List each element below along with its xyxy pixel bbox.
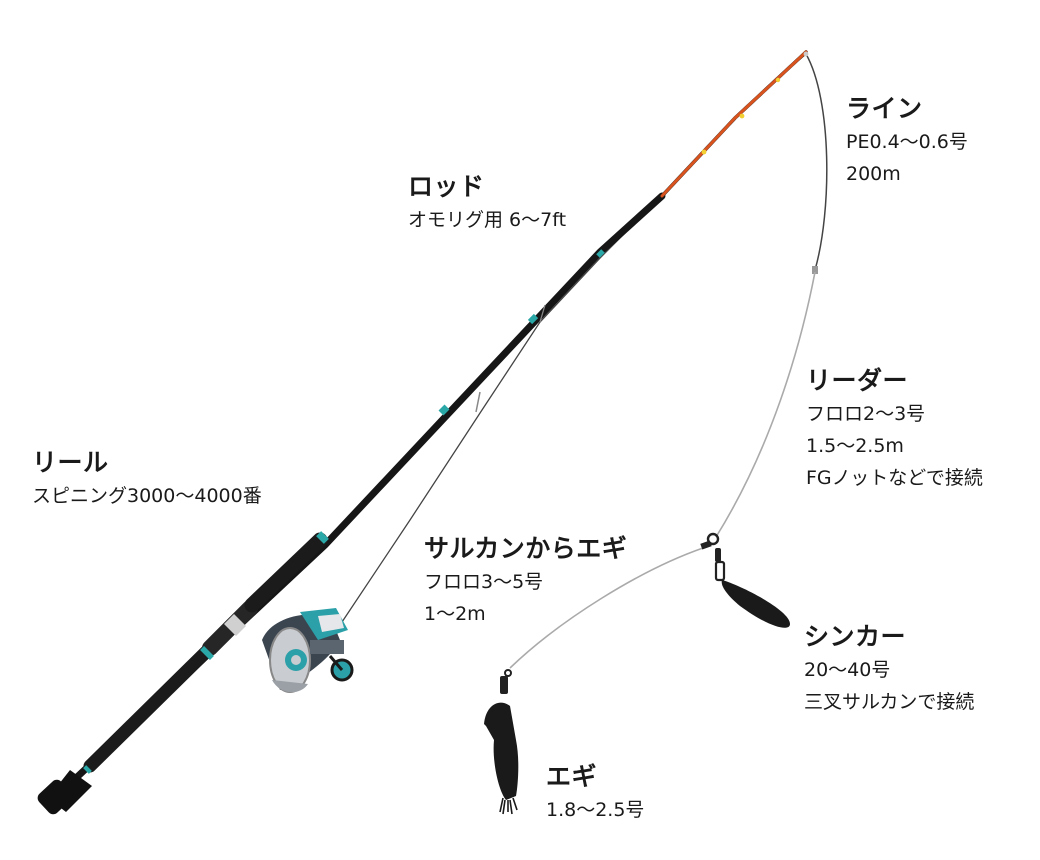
label-egi-title: エギ <box>546 762 598 791</box>
label-rod-spec: オモリグ用 6～7ft <box>408 209 567 231</box>
label-rod-title: ロッド <box>408 172 485 201</box>
label-reel-spec: スピニング3000～4000番 <box>32 485 262 507</box>
label-line: ライン PE0.4～0.6号 200m <box>846 92 968 190</box>
label-line-spec: PE0.4～0.6号 <box>846 131 968 153</box>
label-leader-title: リーダー <box>806 366 909 395</box>
egi-leader-line <box>509 547 704 669</box>
label-sinker-connection: 三叉サルカンで接続 <box>804 691 975 713</box>
label-egi: エギ 1.8～2.5号 <box>546 760 644 826</box>
label-sinker: シンカー 20～40号 三叉サルカンで接続 <box>804 620 974 718</box>
label-reel: リール スピニング3000～4000番 <box>32 446 262 512</box>
label-swivel-to-egi-title: サルカンからエギ <box>424 534 628 563</box>
label-sinker-weight: 20～40号 <box>804 659 891 681</box>
sinker <box>721 580 790 628</box>
triple-swivel <box>700 532 726 582</box>
egi-lure <box>484 669 519 815</box>
label-line-title: ライン <box>846 94 923 123</box>
label-rod: ロッド オモリグ用 6～7ft <box>408 170 566 236</box>
spinning-reel <box>262 608 354 693</box>
label-leader-length: 1.5～2.5m <box>806 435 904 457</box>
label-swivel-to-egi-length: 1～2m <box>424 603 486 625</box>
label-reel-title: リール <box>32 448 109 477</box>
main-line <box>805 53 828 271</box>
label-leader-spec: フロロ2～3号 <box>806 403 926 425</box>
label-leader-knot: FGノットなどで接続 <box>806 467 983 489</box>
label-egi-size: 1.8～2.5号 <box>546 799 645 821</box>
rod-tip <box>660 50 808 198</box>
rod <box>37 50 809 815</box>
label-swivel-to-egi-spec: フロロ3～5号 <box>424 571 544 593</box>
label-leader: リーダー フロロ2～3号 1.5～2.5m FGノットなどで接続 <box>806 364 983 494</box>
label-swivel-to-egi: サルカンからエギ フロロ3～5号 1～2m <box>424 532 627 630</box>
label-sinker-title: シンカー <box>804 622 907 651</box>
label-line-length: 200m <box>846 163 901 185</box>
line-knot <box>812 266 818 274</box>
leader-line <box>715 271 816 538</box>
